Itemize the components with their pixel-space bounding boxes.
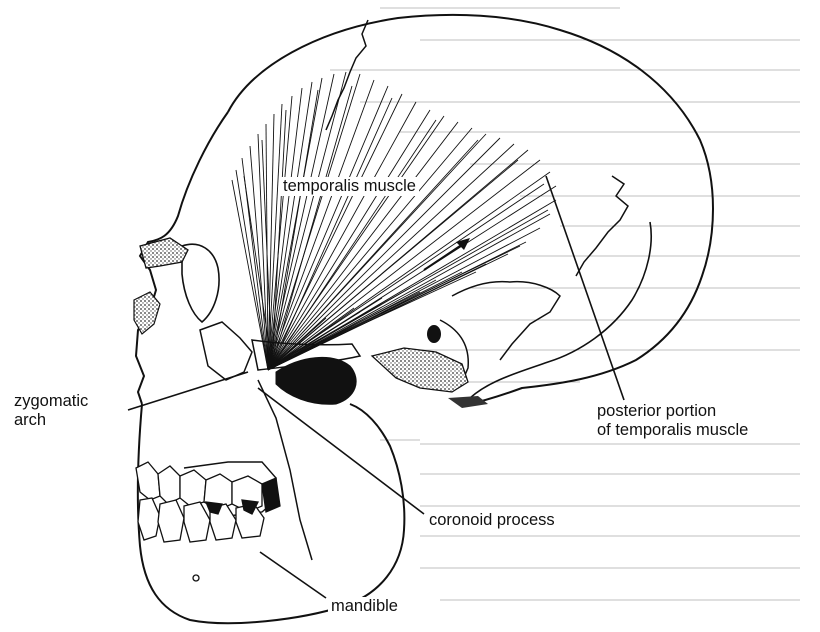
label-zygomatic-arch-line2: arch (14, 411, 88, 430)
label-zygomatic-arch-line1: zygomatic (14, 392, 88, 411)
leader-coronoid-process (258, 388, 424, 514)
mental-foramen (193, 575, 199, 581)
label-zygomatic-arch: zygomatic arch (14, 392, 88, 430)
leader-mandible (260, 552, 326, 598)
label-temporalis-muscle: temporalis muscle (280, 177, 419, 196)
temporalis-muscle-fibers (232, 72, 556, 370)
label-mandible: mandible (328, 597, 401, 616)
leader-zygomatic-arch (128, 372, 248, 410)
teeth (136, 462, 280, 542)
cheekbone-outline (200, 322, 252, 380)
mastoid-shading (448, 396, 488, 408)
squamosal-suture (452, 282, 560, 360)
label-posterior-line2: of temporalis muscle (597, 421, 748, 440)
ear-canal (427, 325, 441, 343)
orbit-outline (182, 244, 219, 322)
label-posterior-temporalis: posterior portion of temporalis muscle (594, 402, 751, 440)
ramus-outline (258, 380, 312, 560)
label-coronoid-process: coronoid process (426, 511, 558, 530)
temporal-fossa-shading (276, 357, 356, 404)
nasal-shading (134, 292, 160, 334)
label-posterior-line1: posterior portion (597, 402, 748, 421)
occipital-contour (470, 222, 651, 398)
ear-region-shading (372, 348, 468, 392)
